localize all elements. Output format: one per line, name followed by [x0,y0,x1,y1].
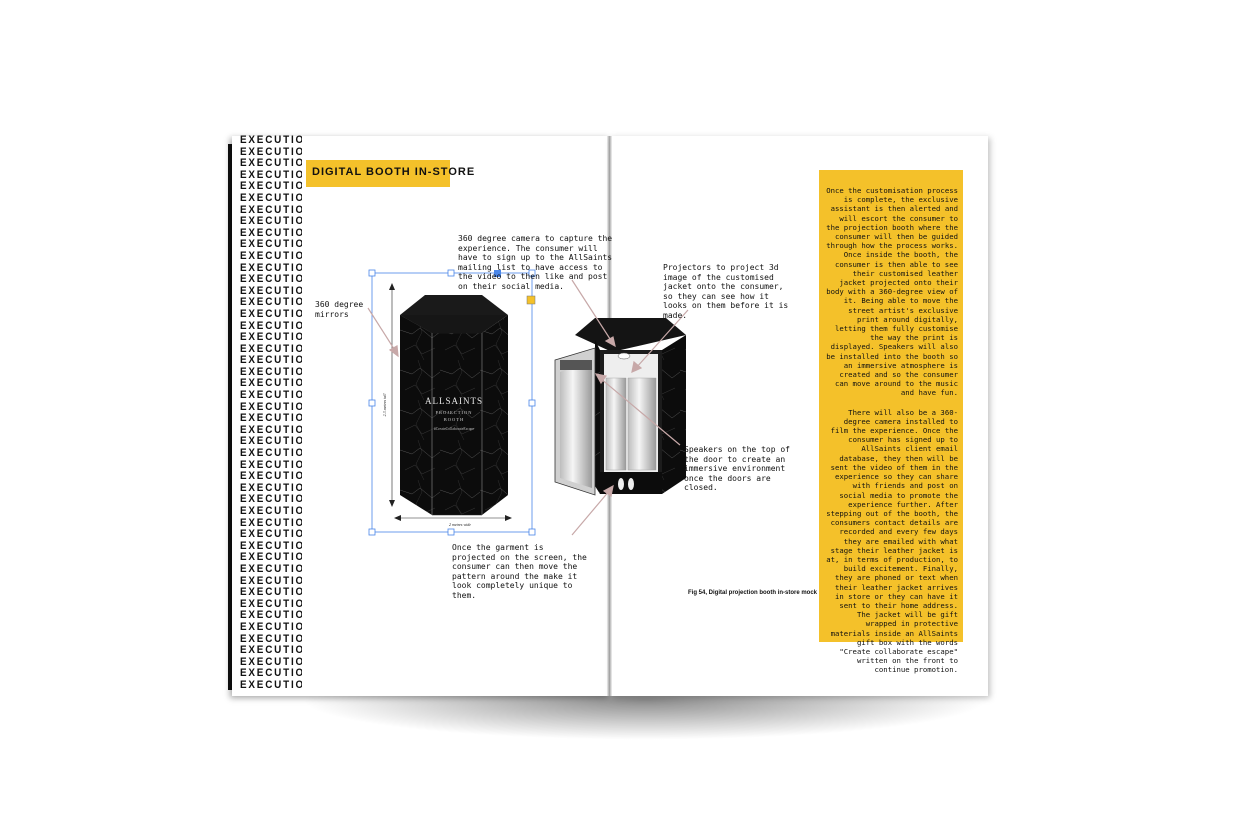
execution-word: EXECUTION [240,389,302,402]
booth-sub1: PROJECTION [435,410,472,415]
execution-word: EXECUTION [240,249,302,262]
execution-word: EXECUTION [240,423,302,436]
body-text-box [819,170,963,642]
execution-word: EXECUTION [240,191,302,204]
title-bar [306,160,450,187]
execution-word: EXECUTION [240,435,302,448]
execution-word: EXECUTION [240,609,302,622]
execution-word: EXECUTION [240,458,302,471]
execution-word: EXECUTION [240,632,302,645]
execution-word: EXECUTION [240,238,302,251]
execution-word: EXECUTION [240,470,302,483]
execution-word: EXECUTION [240,493,302,506]
execution-word: EXECUTION [240,203,302,216]
execution-word: EXECUTION [240,620,302,633]
execution-word: EXECUTION [240,307,302,320]
execution-word: EXECUTION [240,180,302,193]
execution-word: EXECUTION [240,400,302,413]
execution-word: EXECUTION [240,331,302,344]
left-page-edge [228,144,234,690]
booth-brand: ALLSAINTS [425,396,483,406]
execution-word: EXECUTION [240,562,302,575]
body-paragraph-1: Once the customisation process is comple… [826,186,958,398]
execution-word: EXECUTION [240,377,302,390]
execution-word: EXECUTION [240,551,302,564]
figure-caption: Fig 54, Digital projection booth in-stor… [688,590,827,596]
execution-word: EXECUTION [240,135,302,146]
execution-word: EXECUTION [240,447,302,460]
execution-word: EXECUTION [240,678,302,691]
execution-word: EXECUTION [240,261,302,274]
execution-word: EXECUTION [240,481,302,494]
execution-word: EXECUTION [240,284,302,297]
execution-word: EXECUTION [240,215,302,228]
annotation-pointers [367,279,689,536]
execution-word: EXECUTION [240,342,302,355]
selection-frame[interactable] [368,269,536,536]
booth-sub2: BOOTH [444,417,465,422]
execution-word: EXECUTION [240,528,302,541]
execution-word: EXECUTION [240,145,302,158]
page-shadow [300,690,990,740]
execution-column: EXECUTIONEXECUTIONEXECUTIONEXECUTIONEXEC… [240,135,302,695]
annotation-camera: 360 degree camera to capture the experie… [458,234,613,291]
annotation-garment: Once the garment is projected on the scr… [452,543,587,600]
execution-word: EXECUTION [240,157,302,170]
annotation-mirrors: 360 degree mirrors [315,300,364,319]
annotation-speakers: Speakers on the top of the door to creat… [684,445,790,492]
dimension-lines [389,283,512,521]
execution-word: EXECUTION [240,539,302,552]
execution-word: EXECUTION [240,644,302,657]
execution-word: EXECUTION [240,168,302,181]
execution-word: EXECUTION [240,412,302,425]
execution-word: EXECUTION [240,226,302,239]
closed-booth [400,295,508,516]
open-booth [554,318,686,496]
execution-word: EXECUTION [240,296,302,309]
body-text: Once the customisation process is comple… [826,186,958,685]
page-title: DIGITAL BOOTH IN-STORE [312,166,476,178]
execution-word: EXECUTION [240,667,302,680]
width-label: 2 metres wide [449,522,471,527]
height-label: 2.3 metres tall [382,393,387,417]
execution-word: EXECUTION [240,574,302,587]
execution-word: EXECUTION [240,516,302,529]
execution-word: EXECUTION [240,505,302,517]
execution-word: EXECUTION [240,586,302,599]
execution-word: EXECUTION [240,319,302,332]
execution-word: EXECUTION [240,273,302,286]
annotation-projectors: Projectors to project 3d image of the cu… [663,263,789,320]
body-paragraph-2: There will also be a 360-degree camera i… [826,407,958,675]
execution-word: EXECUTION [240,365,302,378]
execution-word: EXECUTION [240,655,302,668]
execution-word: EXECUTION [240,597,302,610]
booth-hashtag: #CreateCollaborateEscape [434,427,475,431]
execution-word: EXECUTION [240,354,302,367]
